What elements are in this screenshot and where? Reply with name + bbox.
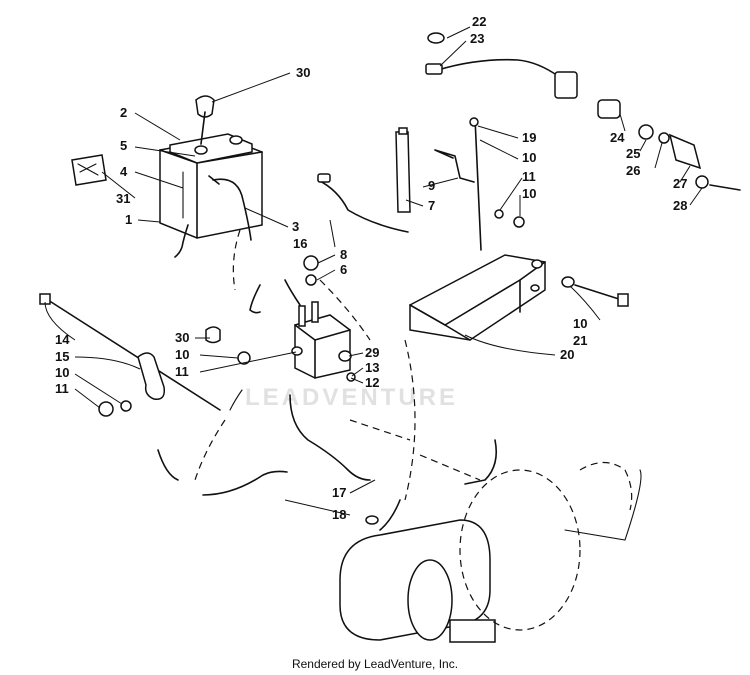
- stud-shaft: [229, 389, 243, 411]
- callout-13: 13: [365, 360, 379, 375]
- bracket: [434, 149, 475, 183]
- callout-2: 2: [120, 105, 127, 120]
- callout-24: 24: [610, 130, 625, 145]
- watermark-text: LEADVENTURE: [245, 384, 458, 411]
- starter-cable: [289, 394, 371, 481]
- starter-cable: [379, 499, 401, 531]
- callout-10-b: 10: [522, 186, 536, 201]
- callout-5: 5: [120, 138, 127, 153]
- terminal-cap: [205, 326, 221, 344]
- terminal-cap: [195, 95, 215, 145]
- engine-housing: [459, 461, 642, 631]
- callout-25: 25: [626, 146, 640, 161]
- switch-assembly: [597, 99, 741, 191]
- solenoid-lead: [284, 279, 301, 306]
- washer: [305, 274, 317, 286]
- callout-11-c: 11: [55, 381, 69, 396]
- wire-harness-top: [425, 32, 578, 99]
- ground-cable: [317, 179, 409, 233]
- callout-19: 19: [522, 130, 536, 145]
- callout-11-a: 11: [522, 169, 536, 184]
- callout-28: 28: [673, 198, 687, 213]
- callout-29: 29: [365, 345, 379, 360]
- washer: [494, 209, 504, 219]
- callout-12: 12: [365, 375, 379, 390]
- callout-31: 31: [116, 191, 130, 206]
- callout-26: 26: [626, 163, 640, 178]
- callout-15: 15: [55, 349, 69, 364]
- bracket-arm: [137, 352, 166, 400]
- callout-3: 3: [292, 219, 299, 234]
- starter-solenoid: [291, 301, 352, 379]
- callout-4: 4: [120, 164, 128, 179]
- callout-11-b: 11: [175, 364, 189, 379]
- callout-18: 18: [332, 507, 346, 522]
- callout-20: 20: [560, 347, 574, 362]
- decal: [71, 154, 107, 186]
- wire-harness: [157, 449, 288, 496]
- battery-cable: [212, 178, 252, 241]
- callout-10-a: 10: [522, 150, 536, 165]
- callout-1: 1: [125, 212, 132, 227]
- callout-10-e: 10: [55, 365, 69, 380]
- nut: [98, 401, 114, 417]
- callout-9: 9: [428, 178, 435, 193]
- callout-30-top: 30: [296, 65, 310, 80]
- battery: [159, 133, 263, 239]
- solenoid-lead: [249, 284, 261, 314]
- callout-21: 21: [573, 333, 587, 348]
- callout-10-d: 10: [175, 347, 189, 362]
- starter-cable: [464, 439, 498, 485]
- hold-down-strap: [395, 127, 411, 213]
- callout-8: 8: [340, 247, 347, 262]
- callout-23: 23: [470, 31, 484, 46]
- callout-6: 6: [340, 262, 347, 277]
- callout-27: 27: [673, 176, 687, 191]
- vent-tube: [174, 224, 189, 258]
- stud: [474, 117, 482, 251]
- callout-10-c: 10: [573, 316, 587, 331]
- callout-14: 14: [55, 332, 70, 347]
- leader-lines: [44, 26, 703, 516]
- battery-tray: [409, 254, 546, 341]
- callout-labels: 30 2 5 4 31 1 3 16 8 6 7 9 19 10 11 10 1…: [55, 14, 687, 522]
- bolt: [561, 276, 629, 307]
- callout-7: 7: [428, 198, 435, 213]
- nut: [303, 255, 319, 271]
- washer: [120, 400, 132, 412]
- callout-22: 22: [472, 14, 486, 29]
- footer-credit: Rendered by LeadVenture, Inc.: [291, 657, 459, 671]
- callout-30-mid: 30: [175, 330, 189, 345]
- starter-motor: [339, 515, 496, 643]
- callout-16: 16: [293, 236, 307, 251]
- washer: [513, 216, 525, 228]
- callout-17: 17: [332, 485, 346, 500]
